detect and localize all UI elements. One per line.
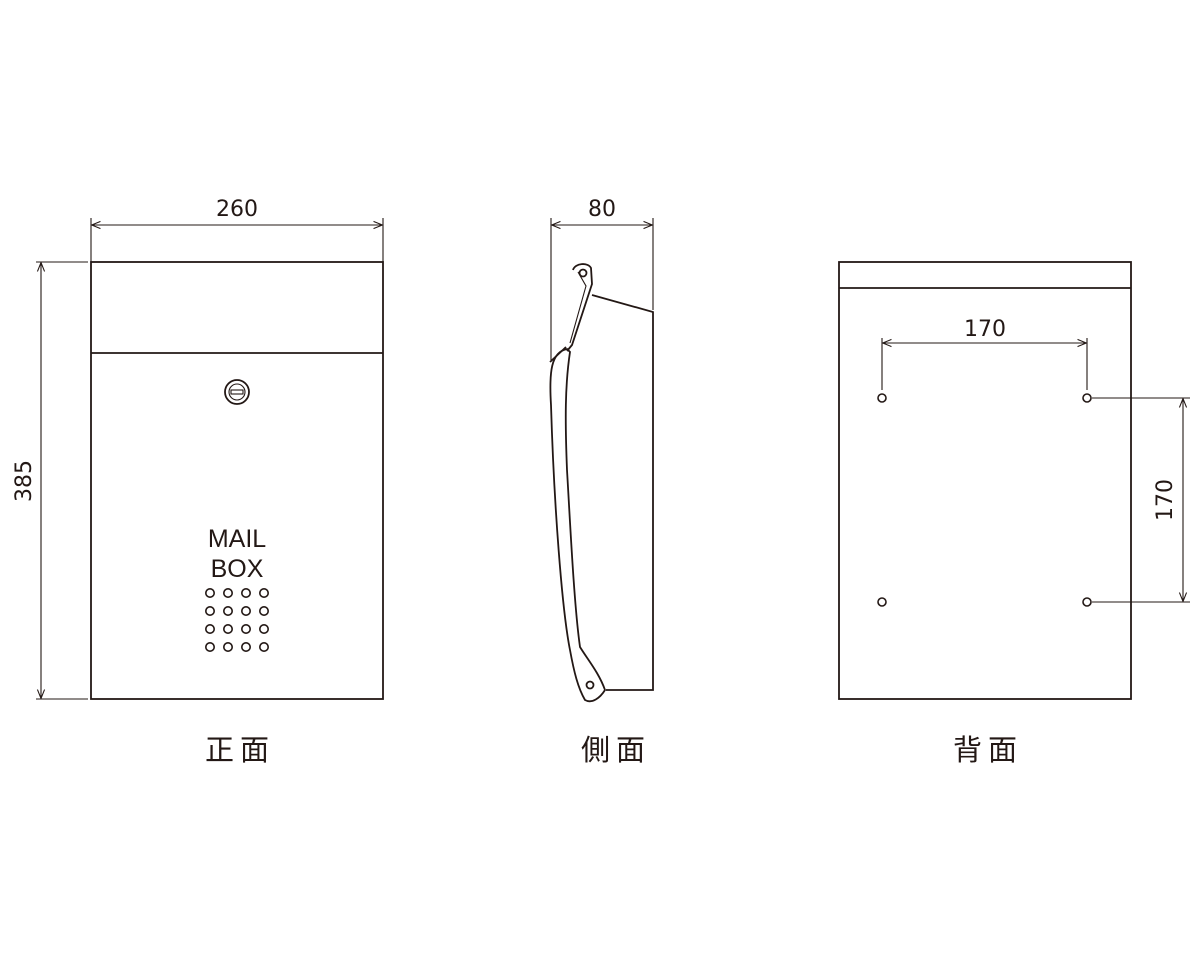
back-body-outline — [838, 261, 1132, 700]
front-text-box: BOX — [211, 555, 264, 583]
side-front-panel — [549, 348, 606, 703]
lock-icon — [224, 379, 250, 405]
back-vspace-dim-text: 170 — [1153, 479, 1178, 521]
back-mount-hole-bottom-left — [877, 597, 887, 607]
side-view-label: 側面 — [581, 733, 651, 767]
vent-hole — [223, 587, 234, 598]
back-hspace-dim-text: 170 — [964, 317, 1006, 342]
vent-hole — [258, 641, 269, 652]
vent-hole — [258, 587, 269, 598]
front-view: 260 385 MAIL BOX — [12, 197, 384, 700]
vent-hole — [258, 623, 269, 634]
side-back-panel — [591, 294, 654, 691]
vent-hole — [223, 641, 234, 652]
vent-hole — [258, 605, 269, 616]
front-width-dim-text: 260 — [216, 197, 258, 222]
vent-hole — [223, 623, 234, 634]
side-lid-hinge — [578, 268, 588, 278]
vent-hole — [205, 641, 216, 652]
front-height-dim-text: 385 — [12, 460, 37, 502]
vent-hole — [205, 587, 216, 598]
side-bottom-hinge — [585, 680, 595, 690]
front-text-mail: MAIL — [208, 525, 266, 553]
back-mount-hole-bottom-right — [1082, 597, 1092, 607]
vent-hole — [241, 587, 252, 598]
vent-hole — [205, 623, 216, 634]
vent-hole — [241, 623, 252, 634]
side-depth-dim-text: 80 — [588, 197, 616, 222]
back-mount-hole-top-left — [877, 393, 887, 403]
back-view-label: 背面 — [953, 733, 1023, 767]
lock-inner-ring — [228, 383, 246, 401]
vent-hole — [223, 605, 234, 616]
vent-hole — [205, 605, 216, 616]
back-mount-hole-top-right — [1082, 393, 1092, 403]
vent-hole — [241, 641, 252, 652]
side-lid — [566, 263, 593, 352]
back-view: 170 170 — [838, 261, 1190, 700]
front-body-outline — [90, 261, 384, 700]
front-view-label: 正面 — [205, 733, 275, 767]
vent-hole — [241, 605, 252, 616]
front-vent-holes — [205, 587, 269, 652]
side-view: 80 — [549, 197, 654, 703]
lock-keyhole — [230, 389, 244, 395]
